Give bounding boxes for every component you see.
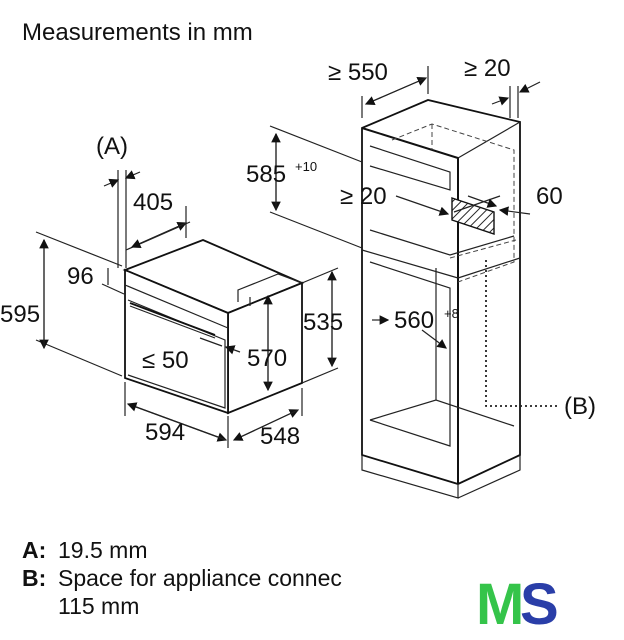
cabinet-upper-shelf [369, 145, 451, 191]
cabinet-vent-opening [451, 197, 495, 235]
brand-logo: M S [476, 572, 559, 637]
oven-dimension-lines [35, 170, 339, 448]
logo-letter-m: M [476, 572, 524, 637]
dim-560-tolerance: +8 [444, 306, 459, 321]
cabinet-hidden-shelf [449, 239, 517, 259]
cabinet-drawing [361, 99, 560, 499]
dim-le-50: ≤ 50 [142, 347, 189, 374]
note-b-text-line2: 115 mm [58, 593, 139, 619]
cabinet-outline [361, 99, 521, 485]
dim-595: 595 [0, 301, 40, 328]
oven-drawing [122, 239, 305, 415]
note-b-text-line1: Space for appliance connec [58, 565, 342, 591]
cabinet-plinth [361, 455, 459, 499]
oven-rear-step [237, 273, 303, 302]
dim-594: 594 [145, 419, 185, 446]
note-b-key: B: [22, 565, 46, 591]
notes: A: 19.5 mm B: Space for appliance connec… [22, 537, 342, 619]
dim-560: 560 [394, 307, 434, 334]
dim-585-tolerance: +10 [295, 159, 317, 174]
oven-handle-shadow [129, 305, 216, 339]
marker-a: (A) [96, 133, 128, 160]
dim-548: 548 [260, 423, 300, 450]
connection-space-leader [485, 260, 560, 407]
cabinet-dimension-lines [269, 66, 541, 349]
dim-535: 535 [303, 309, 343, 336]
oven-front-panel [124, 268, 229, 415]
cabinet-lower-opening [369, 261, 451, 447]
logo-letter-s: S [520, 572, 559, 637]
diagram-title: Measurements in mm [22, 19, 253, 46]
cabinet-top-right-edge [457, 121, 521, 159]
dim-570: 570 [247, 345, 287, 372]
dim-405: 405 [133, 189, 173, 216]
note-a-text: 19.5 mm [58, 537, 147, 563]
dim-96: 96 [67, 263, 94, 290]
dim-585: 585 [246, 161, 286, 188]
cabinet-hidden-top [391, 123, 515, 283]
oven-labels: (A) 405 96 595 ≤ 50 570 535 594 548 [0, 133, 343, 450]
cabinet-oven-shelf [369, 229, 515, 256]
dim-ge-550: ≥ 550 [328, 59, 388, 86]
cabinet-labels: ≥ 550 ≥ 20 585 +10 ≥ 20 60 560 +8 (B) [246, 55, 596, 420]
dim-60: 60 [536, 183, 563, 210]
cabinet-shelf-front [361, 249, 459, 279]
cabinet-plinth-side [457, 455, 521, 499]
dim-ge-20-mid: ≥ 20 [340, 183, 387, 210]
dim-ge-20-top: ≥ 20 [464, 55, 511, 82]
note-a-key: A: [22, 537, 46, 563]
oven-control-strip [124, 284, 229, 329]
marker-b: (B) [564, 393, 596, 420]
oven-handle [129, 302, 216, 336]
cabinet-shelf-side [457, 257, 521, 279]
